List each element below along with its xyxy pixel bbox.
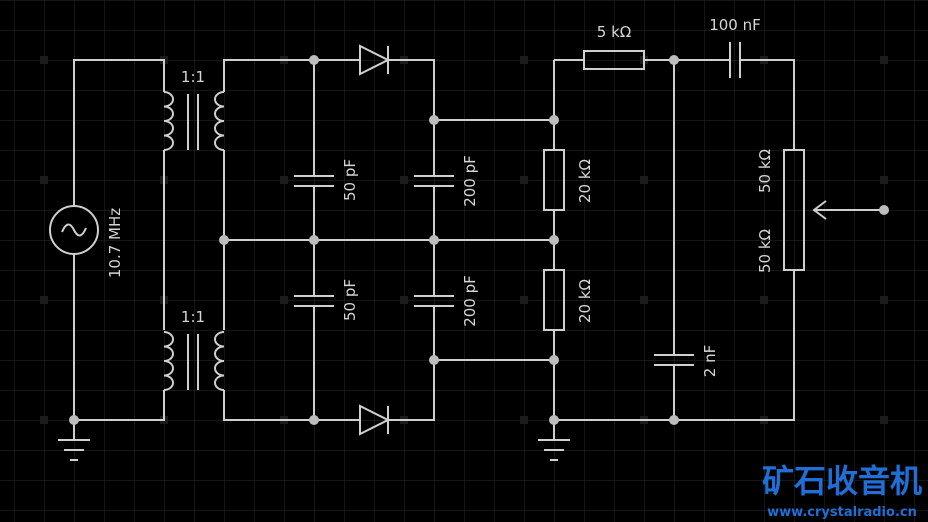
grid-marker [880, 176, 888, 184]
ground-right-icon [538, 439, 570, 461]
diode-top-icon [359, 44, 391, 76]
transformer-top-icon [163, 91, 225, 151]
wires [73, 59, 884, 440]
grid-marker [280, 176, 288, 184]
resistor-20k-top-icon [543, 149, 565, 211]
grid-marker [400, 176, 408, 184]
watermark-logo: 矿石收音机 [762, 462, 922, 500]
grid-marker [760, 296, 768, 304]
grid-marker [640, 296, 648, 304]
grid-marker [400, 296, 408, 304]
grid-marker [40, 296, 48, 304]
source-label: 10.7 MHz [106, 208, 124, 278]
ground-left-icon [58, 439, 90, 461]
res-5k-label: 5 kΩ [597, 23, 631, 41]
cap-200pf-top-label: 200 pF [461, 155, 479, 207]
res-20k-top-label: 20 kΩ [576, 159, 594, 203]
transformer-bottom-label: 1:1 [181, 308, 205, 326]
resistor-5k-icon [583, 50, 645, 70]
grid-marker [520, 56, 528, 64]
cap-100nf-label: 100 nF [709, 16, 761, 34]
watermark-url: www.crystalradio.cn [767, 505, 917, 520]
potentiometer-icon [783, 149, 805, 271]
grid-marker [40, 56, 48, 64]
grid-marker [880, 56, 888, 64]
transformer-bottom-icon [163, 331, 225, 391]
capacitor-50pf-bottom-icon [294, 295, 334, 307]
resistor-20k-bottom-icon [543, 269, 565, 331]
junction-nodes [69, 55, 889, 425]
transformer-top-label: 1:1 [181, 68, 205, 86]
grid-marker [520, 176, 528, 184]
capacitor-2nf-icon [654, 354, 694, 366]
res-20k-bottom-label: 20 kΩ [576, 279, 594, 323]
capacitor-50pf-top-icon [294, 175, 334, 187]
pot-top-label: 50 kΩ [756, 149, 774, 193]
grid-marker [520, 296, 528, 304]
grid-marker [880, 416, 888, 424]
diode-bottom-icon [359, 404, 391, 436]
capacitor-200pf-top-icon [414, 175, 454, 187]
capacitor-100nf-icon [729, 42, 741, 78]
wiper-arrow-icon [812, 200, 827, 220]
grid-marker [760, 176, 768, 184]
capacitor-200pf-bottom-icon [414, 295, 454, 307]
grid-marker [640, 176, 648, 184]
grid-marker [520, 416, 528, 424]
cap-50pf-top-label: 50 pF [341, 159, 359, 201]
grid-marker [280, 296, 288, 304]
ac-source-icon [49, 205, 99, 255]
grid-marker [40, 176, 48, 184]
grid-marker [40, 416, 48, 424]
cap-200pf-bottom-label: 200 pF [461, 275, 479, 327]
cap-50pf-bottom-label: 50 pF [341, 279, 359, 321]
cap-2nf-label: 2 nF [701, 345, 719, 377]
grid-marker [880, 296, 888, 304]
pot-bottom-label: 50 kΩ [756, 229, 774, 273]
